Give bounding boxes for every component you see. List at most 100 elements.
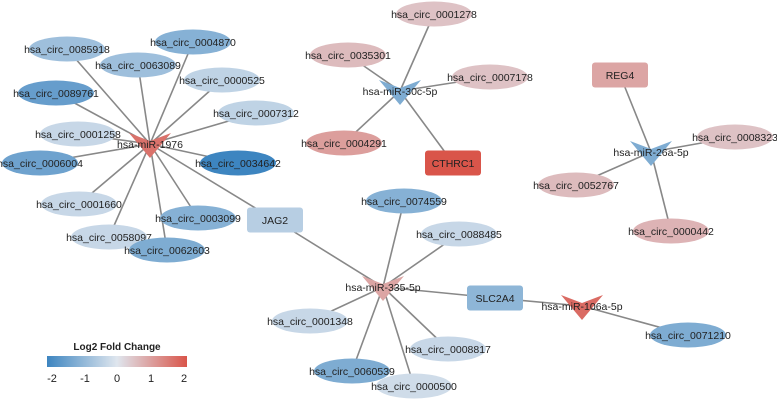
- node-SLC2A4[interactable]: SLC2A4: [467, 285, 523, 311]
- node-label: REG4: [606, 70, 635, 82]
- node-miR335[interactable]: hsa-miR-335-5p: [345, 276, 421, 301]
- mirna-v-shape: [362, 276, 404, 301]
- node-c0062603[interactable]: hsa_circ_0062603: [124, 237, 210, 263]
- circrna-ellipse: [2, 150, 78, 176]
- node-label: hsa_circ_0004291: [301, 138, 387, 150]
- node-label: hsa_circ_0085918: [24, 44, 110, 56]
- node-label: hsa-miR-106a-5p: [541, 301, 622, 313]
- node-c0000500[interactable]: hsa_circ_0000500: [371, 373, 457, 399]
- circrna-ellipse: [160, 205, 236, 231]
- edge-miR1976-c0004870: [149, 41, 194, 145]
- node-c0001660[interactable]: hsa_circ_0001660: [36, 191, 122, 217]
- edge-layer: [39, 13, 736, 387]
- circrna-ellipse: [29, 36, 105, 62]
- node-label: hsa_circ_0003099: [155, 213, 241, 225]
- node-c0003099[interactable]: hsa_circ_0003099: [155, 205, 241, 231]
- circrna-ellipse: [129, 237, 205, 263]
- node-c0052767[interactable]: hsa_circ_0052767: [533, 172, 619, 198]
- gene-rect: [425, 150, 481, 176]
- node-label: hsa_circ_0007178: [447, 72, 533, 84]
- node-label: hsa_circ_0071210: [645, 330, 731, 342]
- node-label: hsa-miR-26a-5p: [613, 147, 688, 159]
- node-c0074559[interactable]: hsa_circ_0074559: [361, 188, 447, 214]
- edge-miR335-c0060539: [351, 286, 384, 372]
- circrna-ellipse: [272, 308, 348, 334]
- node-c0008323[interactable]: hsa_circ_0008323: [692, 124, 777, 150]
- circrna-ellipse: [100, 52, 176, 78]
- node-c0001258[interactable]: hsa_circ_0001258: [35, 121, 121, 147]
- node-label: hsa_circ_0008323: [692, 132, 777, 144]
- node-c0008817[interactable]: hsa_circ_0008817: [405, 336, 491, 362]
- node-c0035301[interactable]: hsa_circ_0035301: [305, 42, 391, 68]
- circrna-ellipse: [650, 322, 726, 348]
- legend-tick-label: 1: [148, 373, 154, 385]
- node-miR26a[interactable]: hsa-miR-26a-5p: [613, 141, 689, 166]
- node-c0034642[interactable]: hsa_circ_0034642: [195, 150, 281, 176]
- node-label: hsa_circ_0034642: [195, 158, 281, 170]
- node-label: hsa_circ_0088485: [416, 229, 502, 241]
- edge-miR26a-c0000442: [650, 151, 672, 232]
- node-c0004870[interactable]: hsa_circ_0004870: [150, 29, 236, 55]
- edge-miR1976-JAG2: [149, 143, 276, 221]
- node-label: hsa_circ_0052767: [533, 180, 619, 192]
- node-label: hsa_circ_0001278: [391, 9, 477, 21]
- circrna-ellipse: [376, 373, 452, 399]
- node-c0000525[interactable]: hsa_circ_0000525: [179, 67, 265, 93]
- node-label: JAG2: [262, 215, 288, 227]
- legend-tick-label: 0: [114, 373, 120, 385]
- node-label: CTHRC1: [432, 158, 475, 170]
- node-c0006004[interactable]: hsa_circ_0006004: [0, 150, 83, 176]
- node-miR1976[interactable]: hsa-miR-1976: [117, 133, 183, 158]
- node-CTHRC1[interactable]: CTHRC1: [425, 150, 481, 176]
- circrna-ellipse: [538, 172, 614, 198]
- node-label: hsa_circ_0058097: [66, 232, 152, 244]
- node-c0007312[interactable]: hsa_circ_0007312: [213, 100, 299, 126]
- gene-rect: [247, 207, 303, 233]
- node-label: hsa-miR-1976: [117, 139, 183, 151]
- legend-gradient-bar: [47, 356, 187, 367]
- legend-tick-label: -1: [80, 373, 90, 385]
- circrna-ellipse: [200, 150, 276, 176]
- node-label: hsa-miR-30c-5p: [363, 86, 438, 98]
- circrna-ellipse: [410, 336, 486, 362]
- node-c0088485[interactable]: hsa_circ_0088485: [416, 221, 502, 247]
- node-REG4[interactable]: REG4: [592, 62, 648, 88]
- circrna-ellipse: [41, 191, 117, 217]
- node-label: hsa_circ_0062603: [124, 245, 210, 257]
- node-c0004291[interactable]: hsa_circ_0004291: [301, 130, 387, 156]
- circrna-ellipse: [218, 100, 294, 126]
- node-c0089761[interactable]: hsa_circ_0089761: [13, 80, 99, 106]
- circrna-ellipse: [697, 124, 773, 150]
- circrna-ellipse: [155, 29, 231, 55]
- circrna-ellipse: [452, 64, 528, 90]
- node-label: hsa_circ_0089761: [13, 88, 99, 100]
- node-label: hsa_circ_0000500: [371, 381, 457, 393]
- gene-rect: [592, 62, 648, 88]
- legend-title: Log2 Fold Change: [73, 342, 161, 353]
- node-label: hsa_circ_0004870: [150, 37, 236, 49]
- node-label: hsa_circ_0001348: [267, 316, 353, 328]
- node-c0000442[interactable]: hsa_circ_0000442: [628, 218, 714, 244]
- node-c0001278[interactable]: hsa_circ_0001278: [391, 1, 477, 27]
- node-JAG2[interactable]: JAG2: [247, 207, 303, 233]
- node-miR106a[interactable]: hsa-miR-106a-5p: [541, 295, 623, 320]
- circrna-ellipse: [396, 1, 472, 27]
- node-c0060539[interactable]: hsa_circ_0060539: [309, 358, 395, 384]
- node-label: hsa_circ_0060539: [309, 366, 395, 378]
- node-label: hsa-miR-335-5p: [345, 282, 420, 294]
- edge-miR335-c0000500: [382, 286, 415, 387]
- node-c0071210[interactable]: hsa_circ_0071210: [645, 322, 731, 348]
- node-c0001348[interactable]: hsa_circ_0001348: [267, 308, 353, 334]
- node-c0063089[interactable]: hsa_circ_0063089: [95, 52, 181, 78]
- edge-miR1976-c0003099: [149, 143, 199, 219]
- node-c0085918[interactable]: hsa_circ_0085918: [24, 36, 110, 62]
- node-c0007178[interactable]: hsa_circ_0007178: [447, 64, 533, 90]
- edge-miR26a-REG4: [619, 74, 652, 153]
- node-label: hsa_circ_0063089: [95, 60, 181, 72]
- edge-miR1976-c0058097: [108, 143, 151, 238]
- node-miR30c[interactable]: hsa-miR-30c-5p: [363, 80, 438, 105]
- node-c0058097[interactable]: hsa_circ_0058097: [66, 224, 152, 250]
